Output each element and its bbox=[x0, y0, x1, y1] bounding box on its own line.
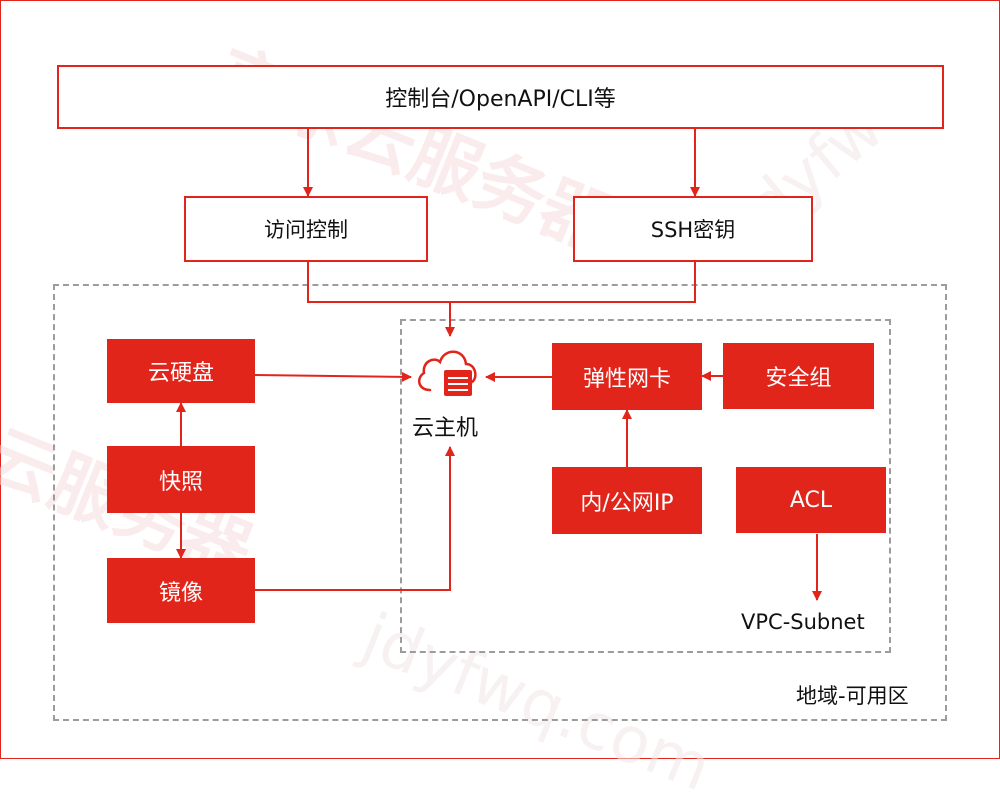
access-control-box: 访问控制 bbox=[184, 196, 428, 262]
eni-label: 弹性网卡 bbox=[582, 366, 671, 392]
connector-lines bbox=[176, 129, 822, 601]
cloud-host-label: 云主机 bbox=[412, 416, 479, 441]
private-public-ip-box: 内/公网IP bbox=[552, 467, 702, 534]
snapshot-box: 快照 bbox=[107, 446, 255, 513]
security-group-label: 安全组 bbox=[765, 366, 832, 391]
ip-label: 内/公网IP bbox=[580, 490, 674, 516]
vpc-subnet-label: VPC-Subnet bbox=[741, 610, 865, 634]
cloud-disk-label: 云硬盘 bbox=[147, 361, 214, 386]
region-zone-label: 地域-可用区 bbox=[796, 684, 909, 708]
acl-box: ACL bbox=[736, 467, 886, 533]
access-control-label: 访问控制 bbox=[264, 218, 348, 242]
arrow-disk-to-host bbox=[254, 371, 412, 382]
cloud-server-icon bbox=[412, 340, 484, 400]
line-auth-merge bbox=[307, 262, 696, 303]
arrow-image-to-host bbox=[255, 446, 455, 591]
region-zone-container bbox=[53, 284, 947, 721]
console-openapi-cli-box: 控制台/OpenAPI/CLI等 bbox=[57, 65, 944, 129]
cloud-disk-box: 云硬盘 bbox=[107, 339, 255, 403]
acl-label: ACL bbox=[789, 487, 833, 513]
vpc-subnet-container bbox=[400, 319, 891, 653]
console-label: 控制台/OpenAPI/CLI等 bbox=[385, 87, 616, 112]
ssh-key-box: SSH密钥 bbox=[573, 196, 813, 262]
image-box: 镜像 bbox=[107, 558, 255, 623]
security-group-box: 安全组 bbox=[723, 343, 874, 409]
image-label: 镜像 bbox=[158, 580, 203, 606]
ssh-key-label: SSH密钥 bbox=[650, 218, 736, 242]
eni-box: 弹性网卡 bbox=[552, 343, 702, 410]
snapshot-label: 快照 bbox=[158, 469, 203, 495]
